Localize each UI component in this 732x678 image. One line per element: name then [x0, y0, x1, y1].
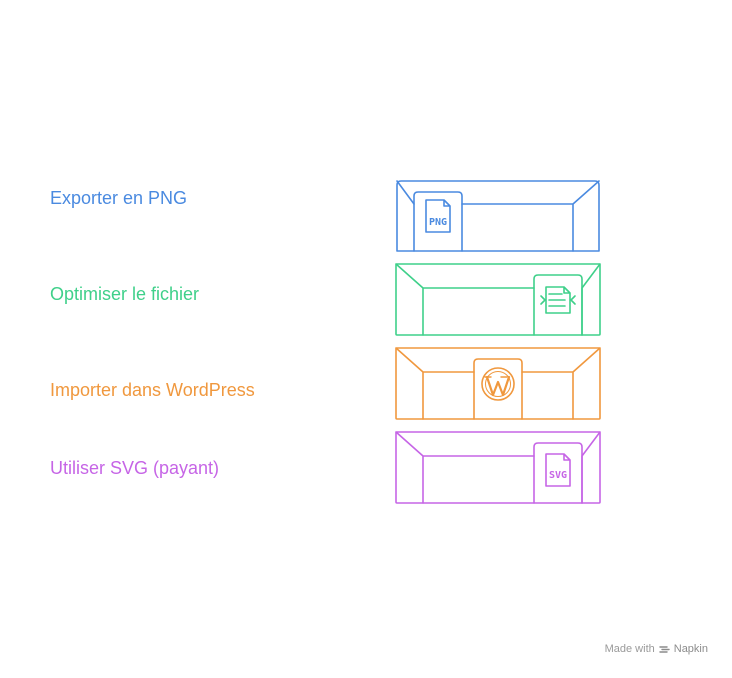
made-with-text: Made with: [604, 643, 655, 655]
png-file-icon: PNG: [413, 191, 463, 252]
svg-text:PNG: PNG: [429, 217, 447, 228]
napkin-brand-text: Napkin: [673, 643, 708, 655]
compress-file-icon: [533, 274, 583, 336]
drawer-import-wordpress: [395, 347, 601, 420]
drawer-use-svg: SVG: [395, 431, 601, 504]
step-label-use-svg: Utiliser SVG (payant): [50, 458, 220, 478]
made-with-napkin-footer: Made with Napkin: [605, 643, 708, 655]
napkin-logo-icon: [659, 645, 670, 653]
stacked-drawers-diagram: PNG SVG: [395, 180, 601, 504]
svg-file-icon: SVG: [533, 442, 583, 504]
step-label-export-png: Exporter en PNG: [50, 188, 188, 208]
step-label-optimize-file: Optimiser le fichier: [50, 284, 200, 304]
drawer-export-png: PNG: [396, 180, 600, 252]
step-label-import-wordpress: Importer dans WordPress: [50, 380, 255, 400]
wordpress-icon: [473, 358, 523, 420]
svg-text:SVG: SVG: [549, 470, 567, 481]
drawer-optimize-file: [395, 263, 601, 336]
